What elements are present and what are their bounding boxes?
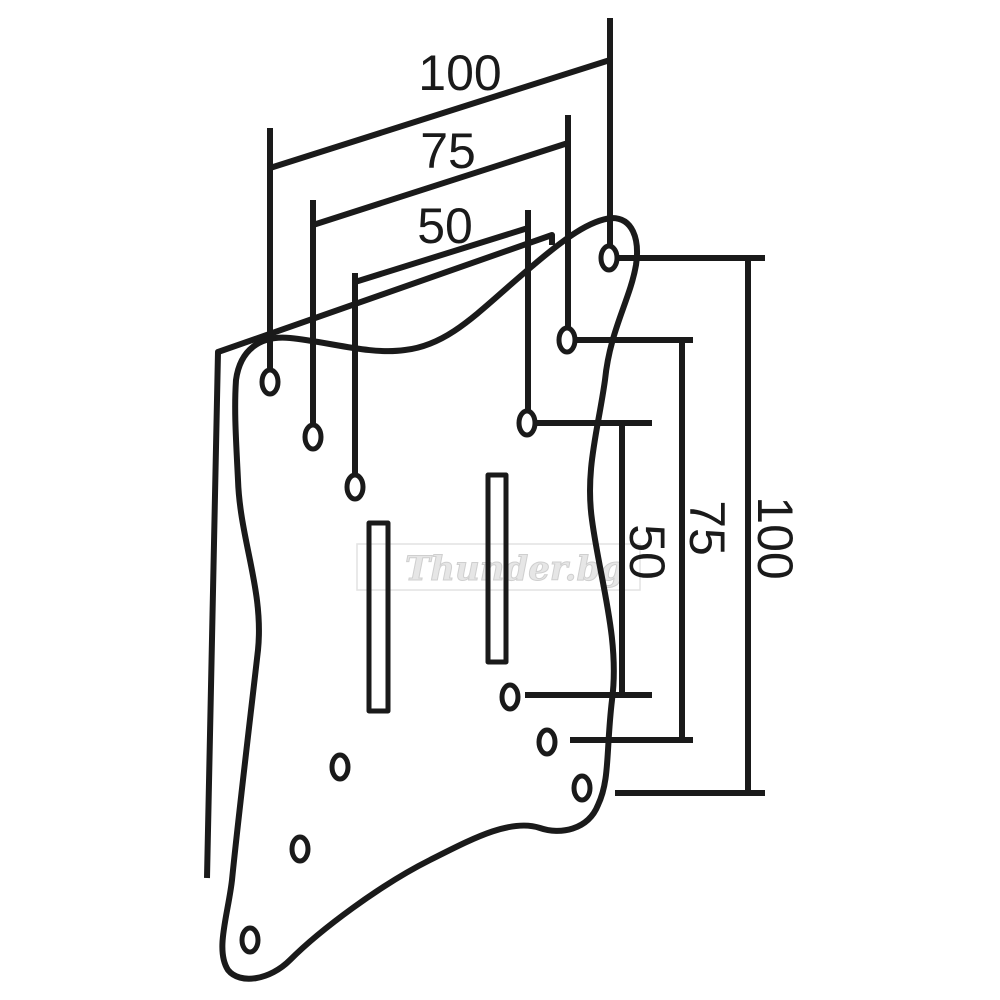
slot [485, 472, 509, 665]
hole [344, 472, 366, 502]
watermark-text: Thunder.bg [405, 549, 624, 589]
hole [259, 367, 281, 397]
top-dimension-100: 100 [267, 18, 613, 372]
top-dimension-75: 75 [310, 115, 571, 427]
dimension-label: 50 [417, 198, 473, 254]
right-dimension-75: 75 [570, 337, 735, 743]
hole [536, 727, 558, 757]
dimension-label: 100 [418, 45, 501, 101]
right-dimension-50: 50 [525, 420, 675, 698]
dimension-label: 75 [679, 500, 735, 556]
hole [239, 925, 261, 955]
hole [556, 325, 578, 355]
hole [302, 422, 324, 452]
hole [516, 408, 538, 438]
right-dimension-100: 100 [615, 255, 803, 796]
dimension-label: 75 [420, 123, 476, 179]
hole [499, 682, 521, 712]
back-plate [204, 232, 555, 879]
hole [329, 752, 351, 782]
mount-plate-outline [219, 215, 640, 982]
hole [289, 834, 311, 864]
dimension-label: 100 [747, 496, 803, 579]
watermark: Thunder.bg [356, 543, 641, 591]
top-dimension-50: 50 [352, 198, 531, 477]
hole [571, 773, 593, 803]
hole [598, 243, 620, 273]
slot [366, 520, 391, 714]
dimension-label: 50 [619, 524, 675, 580]
mounting-holes [239, 243, 620, 955]
